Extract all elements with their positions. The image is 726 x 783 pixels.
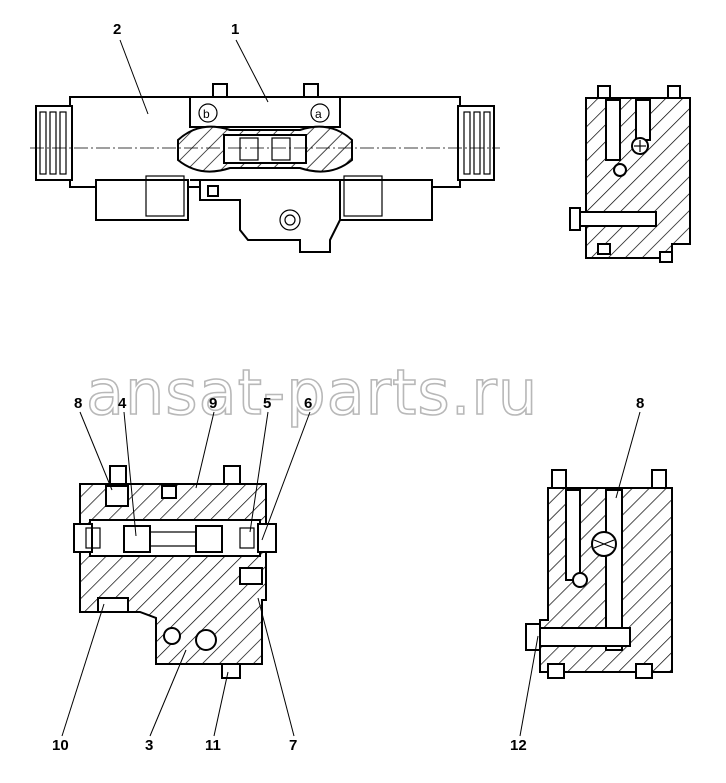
callout-2: 2 — [113, 21, 121, 38]
callout-11: 11 — [205, 737, 221, 754]
valve-side-section-bottom — [525, 469, 673, 679]
callout-10: 10 — [52, 737, 69, 754]
callout-9: 9 — [209, 395, 217, 412]
leader-lines — [61, 39, 641, 737]
callout-1: 1 — [231, 21, 239, 38]
solenoid-a-mark — [310, 103, 330, 123]
callout-12: 12 — [510, 737, 527, 754]
solenoid-b-label: b — [203, 107, 210, 121]
valve-front-view — [30, 83, 500, 253]
callout-4: 4 — [118, 395, 127, 412]
watermark: ansat-parts.ru — [86, 356, 538, 429]
callout-5: 5 — [263, 395, 271, 412]
solenoid-b-mark — [198, 103, 218, 123]
callout-6: 6 — [304, 395, 312, 412]
callout-8-left: 8 — [74, 395, 82, 412]
valve-front-section — [73, 465, 277, 679]
valve-side-section-top — [569, 85, 691, 263]
callout-8-right: 8 — [636, 395, 644, 412]
solenoid-a-label: a — [315, 107, 322, 121]
callout-7: 7 — [289, 737, 297, 754]
callout-3: 3 — [145, 737, 153, 754]
